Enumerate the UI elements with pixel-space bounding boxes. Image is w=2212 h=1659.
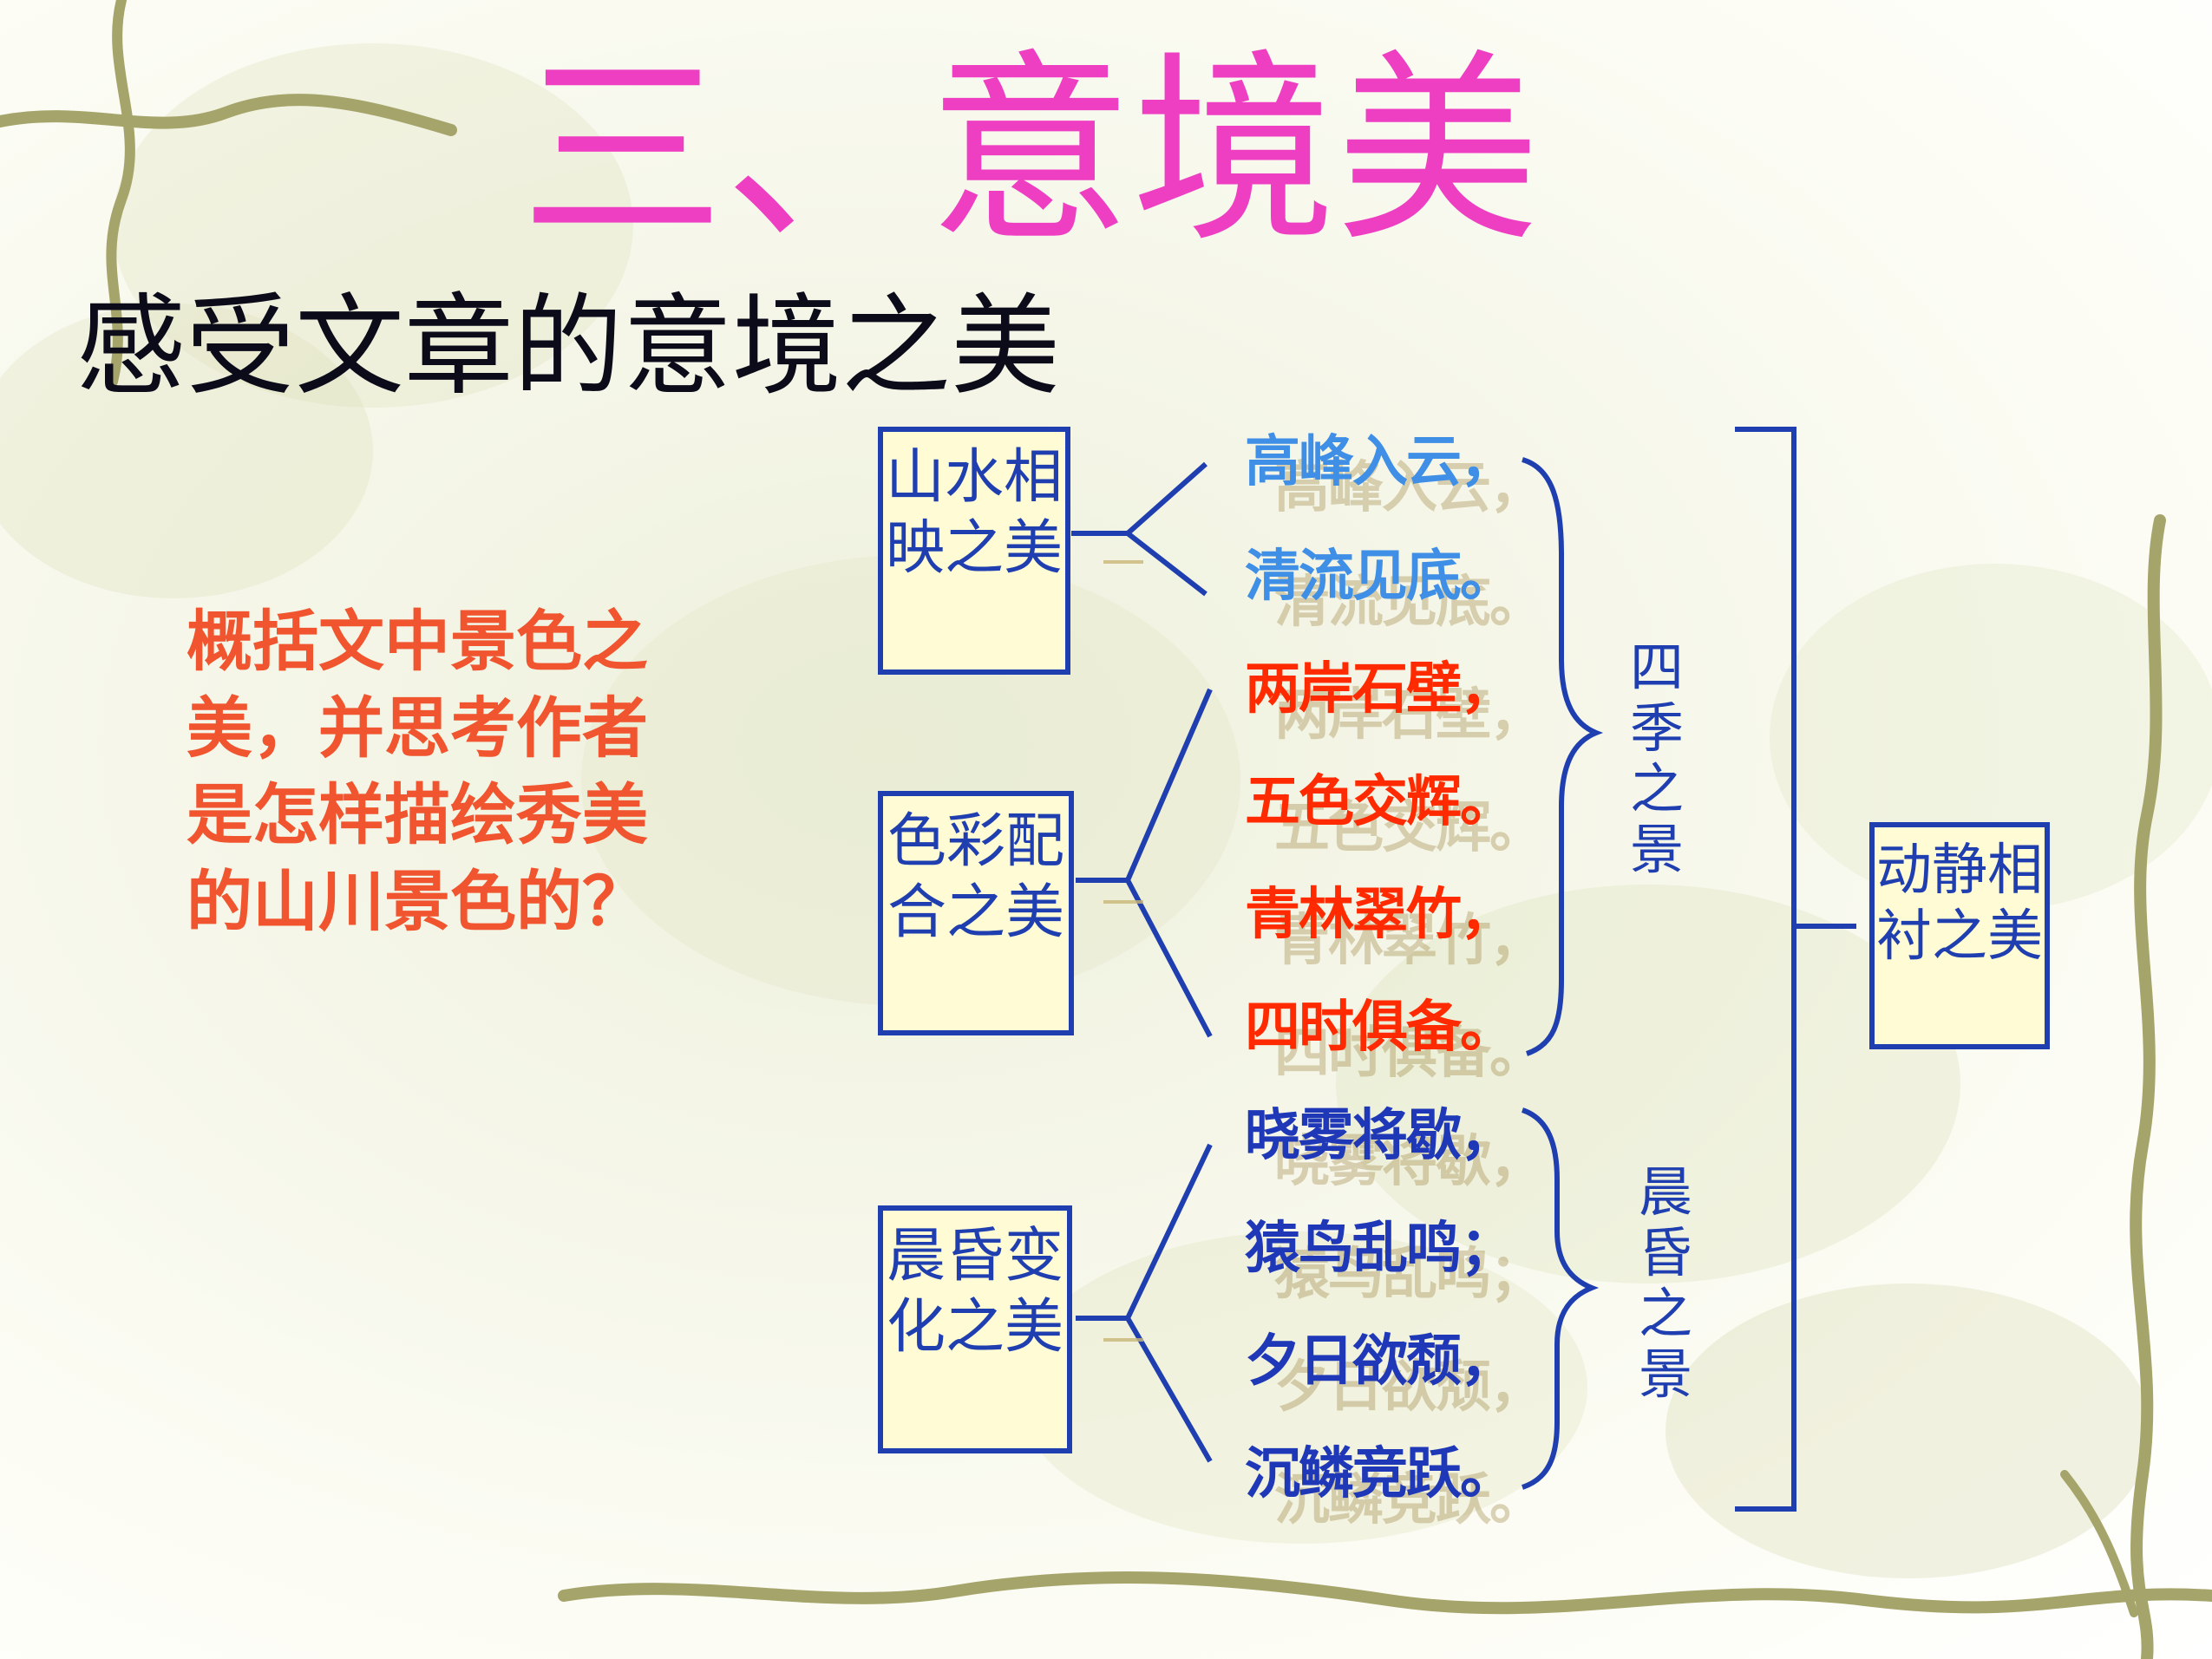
verse-line: 五色交辉。五色交辉。 — [1245, 770, 1545, 860]
fork-group-2 — [1076, 688, 1213, 1038]
slide-subtitle: 感受文章的意境之美 — [76, 283, 1060, 410]
verse-line: 沉鳞竞跃。沉鳞竞跃。 — [1245, 1442, 1545, 1532]
category-box-landscape: 山水相映之美 — [878, 427, 1070, 675]
question-prompt: 概括文中景色之美，并思考作者是怎样描绘秀美的山川景色的？ — [187, 603, 648, 940]
verse-line: 猿鸟乱鸣；猿鸟乱鸣； — [1245, 1217, 1545, 1307]
category-box-dawn-dusk: 晨昏变化之美 — [878, 1205, 1072, 1453]
verse-line: 青林翠竹，青林翠竹， — [1245, 883, 1545, 973]
fork-group-1 — [1071, 461, 1207, 597]
label-dawn-dusk: 晨昏之景 — [1638, 1160, 1692, 1406]
verse-line: 两岸石壁，两岸石壁， — [1245, 657, 1545, 748]
fork-group-3 — [1076, 1143, 1213, 1463]
brace-dawn-dusk — [1521, 1107, 1600, 1490]
verse-line: 清流见底。清流见底。 — [1245, 545, 1545, 635]
verse-line: 高峰入云，高峰入云， — [1245, 430, 1545, 520]
slide-title: 三、意境美 — [520, 33, 1540, 270]
category-box-colors: 色彩配合之美 — [878, 791, 1074, 1035]
summary-box: 动静相衬之美 — [1869, 822, 2050, 1049]
verse-line: 四时俱备。四时俱备。 — [1245, 996, 1545, 1086]
label-four-seasons: 四季之景 — [1629, 636, 1684, 881]
bracket-summary — [1735, 427, 1856, 1512]
verse-line: 晓雾将歇，晓雾将歇， — [1245, 1104, 1545, 1194]
verse-line: 夕日欲颓，夕日欲颓， — [1245, 1329, 1545, 1420]
brace-seasons — [1522, 457, 1604, 1056]
